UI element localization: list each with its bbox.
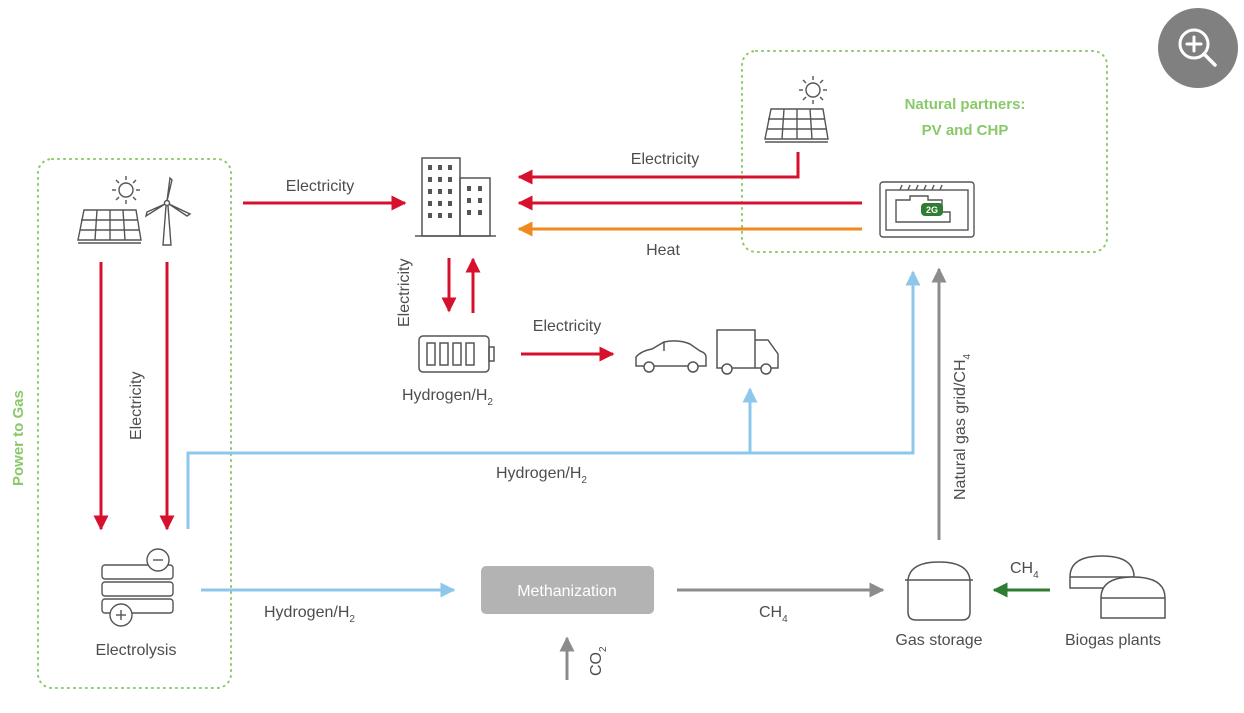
- label-electricity-pv: Electricity: [631, 151, 699, 168]
- sun-icon-partner: [799, 76, 827, 104]
- label-biogas-plants: Biogas plants: [1065, 632, 1161, 649]
- hydrogen-line-main: [186, 270, 921, 529]
- building-windows: [428, 165, 482, 218]
- label-electrolysis: Electrolysis: [96, 642, 177, 659]
- natural-partners-title: Natural partners:: [905, 96, 1026, 113]
- truck-icon: [716, 329, 779, 375]
- label-ch4-bottom: CH4: [759, 604, 788, 625]
- label-hydrogen-mid: Hydrogen/H2: [496, 465, 587, 486]
- methanization-box: [481, 566, 654, 614]
- battery-icon: [418, 335, 495, 373]
- label-natural-gas-grid: Natural gas grid/CH4: [952, 354, 973, 501]
- power-to-gas-title: Power to Gas: [10, 390, 27, 486]
- arrow-pv-to-building: [517, 152, 800, 185]
- label-heat: Heat: [646, 242, 680, 259]
- car-icon: [635, 340, 707, 373]
- chp-unit-icon: [879, 181, 975, 238]
- label-ch4-biogas: CH4: [1010, 560, 1039, 581]
- solar-panel-icon: [77, 209, 142, 244]
- natural-partners-subtitle: PV and CHP: [922, 122, 1009, 139]
- sun-icon: [112, 176, 140, 204]
- label-electricity-top: Electricity: [286, 178, 354, 195]
- label-electricity-vertical-building: Electricity: [396, 259, 413, 327]
- biogas-plants-icon: [1069, 555, 1166, 619]
- methanization-label: Methanization: [517, 583, 617, 600]
- gas-storage-icon: [905, 561, 973, 621]
- zoom-in-button[interactable]: [1158, 8, 1238, 88]
- label-hydrogen-battery: Hydrogen/H2: [402, 387, 493, 408]
- label-gas-storage: Gas storage: [895, 632, 982, 649]
- chp-badge: [921, 203, 943, 216]
- power-to-gas-group: [37, 158, 232, 689]
- label-electricity-left-vertical: Electricity: [128, 372, 145, 440]
- building-icon: [415, 157, 496, 237]
- wind-turbine-icon: [144, 176, 192, 246]
- label-electricity-battery-to-car: Electricity: [533, 318, 601, 335]
- zoom-in-icon: [1178, 28, 1217, 67]
- chp-badge-label: 2G: [926, 205, 938, 215]
- natural-partners-group: [741, 50, 1108, 253]
- solar-panel-icon-partner: [764, 108, 829, 143]
- label-hydrogen-bottom: Hydrogen/H2: [264, 604, 355, 625]
- label-co2: CO2: [588, 646, 609, 676]
- electrolysis-icon: [101, 548, 174, 627]
